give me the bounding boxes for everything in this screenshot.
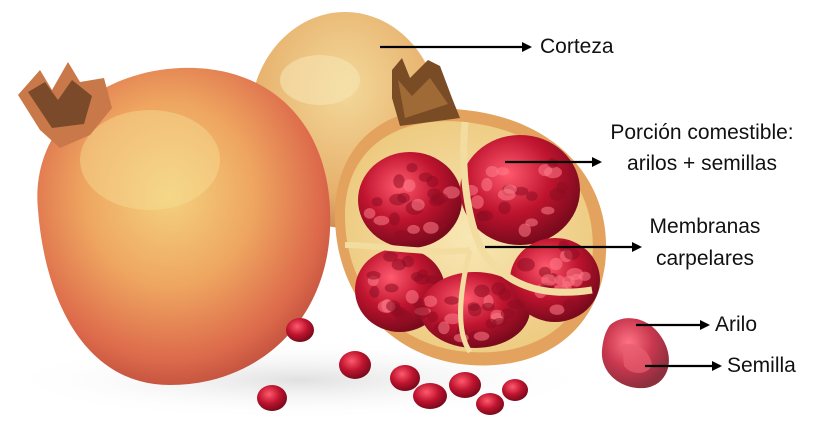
aril-highlight: [550, 305, 565, 315]
aril-highlight: [471, 195, 484, 209]
aril-highlight: [372, 197, 383, 206]
aril-highlight: [369, 286, 379, 298]
aril-highlight: [364, 208, 376, 219]
rind-label: Corteza: [540, 34, 614, 60]
aril-highlight: [486, 166, 499, 177]
aril-highlight: [481, 178, 492, 191]
aril-highlight: [492, 318, 508, 326]
aril-highlight: [504, 185, 517, 194]
aril-highlight: [427, 311, 438, 322]
aril-highlight: [392, 259, 406, 271]
aril-highlight: [389, 212, 400, 226]
aril-highlight: [507, 300, 524, 309]
aril-highlight: [423, 222, 439, 234]
edible-portion-label-line2: arilos + semillas: [588, 151, 816, 177]
aril-highlight: [412, 199, 425, 211]
aril-highlight: [550, 258, 563, 270]
aril-highlight: [474, 332, 490, 341]
aril-highlight: [541, 274, 556, 286]
aril-highlight: [498, 201, 510, 214]
aril-highlight: [468, 304, 482, 316]
aril-highlight: [403, 179, 415, 192]
membranes-label-line1: Membranas: [620, 214, 790, 240]
aril-highlight: [477, 211, 488, 221]
aril-highlight: [474, 285, 490, 298]
edible-portion-label-line1: Porción comestible:: [588, 120, 816, 146]
seed-label: Semilla: [727, 353, 796, 379]
aril-label: Arilo: [715, 312, 757, 338]
aril-highlight: [394, 230, 409, 238]
aril-highlight: [570, 274, 583, 287]
aril-highlight: [501, 308, 515, 319]
aril-highlight: [367, 271, 381, 280]
membranes-label-line2: carpelares: [620, 246, 790, 272]
aril-highlight: [519, 224, 531, 237]
aril-highlight: [407, 225, 420, 234]
aril-highlight: [557, 182, 568, 194]
aril-highlight: [541, 207, 554, 215]
aril-highlight: [431, 193, 448, 205]
aril-highlight: [397, 193, 410, 203]
aril-highlight: [393, 174, 404, 188]
aril-highlight: [424, 296, 438, 307]
aril-highlight: [395, 311, 412, 325]
aril-highlight: [385, 284, 399, 293]
aril-highlight: [563, 299, 575, 312]
aril-highlight: [517, 258, 535, 271]
single-aril: [602, 318, 669, 388]
aril-highlight: [482, 303, 495, 311]
aril-highlight: [374, 216, 390, 226]
aril-highlight: [406, 290, 419, 304]
aril-highlight: [411, 272, 423, 281]
aril-highlight: [498, 288, 511, 300]
aril-highlight: [386, 300, 400, 311]
aril-highlight: [526, 191, 537, 201]
aril-highlight: [438, 321, 449, 334]
aril-highlight: [414, 305, 429, 319]
aril-highlight: [407, 163, 418, 172]
aril-highlight: [419, 172, 433, 182]
front-pomegranate: [18, 62, 330, 385]
aril-highlight: [444, 296, 459, 305]
